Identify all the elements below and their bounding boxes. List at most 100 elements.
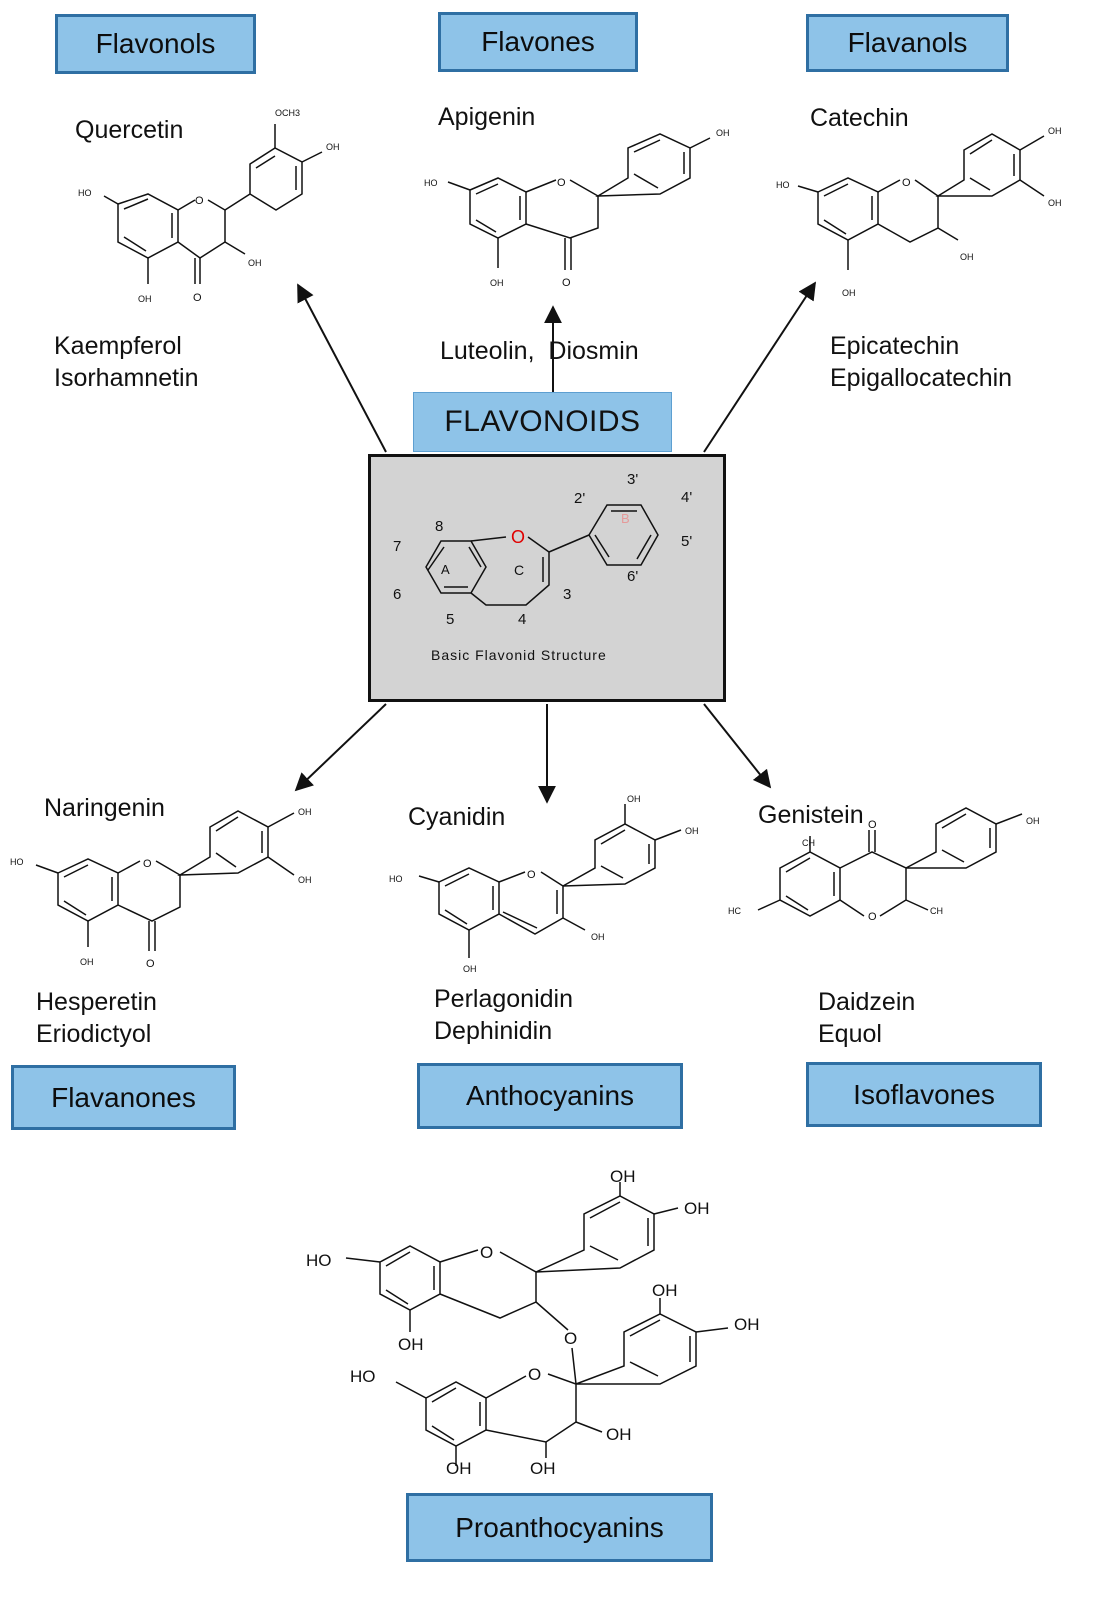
atom-label: OH xyxy=(1048,126,1062,136)
atom-label: O xyxy=(557,177,566,189)
atom-label: OH xyxy=(1048,198,1062,208)
flavanols-box: Flavanols xyxy=(806,14,1009,72)
atom-label: O xyxy=(527,869,536,881)
chemical-bond xyxy=(485,1373,577,1443)
chemical-bond xyxy=(123,198,173,252)
atom-label: OH xyxy=(248,258,262,268)
atom-label: OH xyxy=(716,128,730,138)
atom-label: OH xyxy=(610,1167,636,1186)
chemical-bond xyxy=(427,546,482,588)
pos-5: 5 xyxy=(446,611,454,628)
pos-6: 6 xyxy=(393,586,401,603)
chemical-bond xyxy=(63,864,113,916)
atom-label: OH xyxy=(627,794,641,804)
arrow-to-flavonols xyxy=(297,283,387,453)
atom-label: HO xyxy=(78,188,92,198)
atom-label: CH xyxy=(930,906,943,916)
chemical-bond xyxy=(935,133,1021,197)
chemical-bond xyxy=(35,812,295,951)
naringenin-label: Naringenin xyxy=(44,794,165,822)
luteolin-diosmin-label: Luteolin, Diosmin xyxy=(440,337,639,365)
chemical-bond xyxy=(438,867,500,931)
chemical-bond xyxy=(600,829,650,879)
catechin-label: Catechin xyxy=(810,104,909,132)
atom-label: O xyxy=(146,958,155,970)
ring-b-label: B xyxy=(621,511,630,526)
chemical-bond xyxy=(757,813,1023,911)
cyanidin-label: Cyanidin xyxy=(408,803,506,831)
epigallocatechin-label: Epigallocatechin xyxy=(830,364,1013,392)
isorhamnetin-label: Isorhamnetin xyxy=(54,364,199,392)
pos-3: 3 xyxy=(563,586,571,603)
chemical-bond xyxy=(941,813,991,863)
ring-c-label: C xyxy=(514,562,524,578)
atom-label: O xyxy=(143,858,152,870)
chemical-bond xyxy=(562,823,656,887)
cyanidin-structure: O HO OH OH OH OH xyxy=(389,794,699,974)
arrow-to-flavanols xyxy=(703,281,816,453)
atom-label: HO xyxy=(424,178,438,188)
eriodictyol-label: Eriodictyol xyxy=(36,1020,152,1048)
chemical-bond xyxy=(215,816,263,868)
chemical-bond xyxy=(224,147,303,211)
atom-label: OH xyxy=(446,1459,472,1478)
atom-label: OH xyxy=(734,1315,760,1334)
ring-a-label: A xyxy=(441,562,450,577)
flavones-box: Flavones xyxy=(438,12,638,72)
kaempferol-label: Kaempferol xyxy=(54,332,182,360)
pos-8: 8 xyxy=(435,518,443,535)
naringenin-structure: O HO OH O OH OH xyxy=(10,807,312,970)
atom-label: OH xyxy=(591,932,605,942)
chemical-bond xyxy=(469,177,527,239)
structure-caption: Basic Flavonid Structure xyxy=(431,647,607,663)
ring-o-atom: O xyxy=(511,527,525,547)
atom-label: OH xyxy=(1026,816,1040,826)
atom-label: O xyxy=(902,177,911,189)
chemical-bond xyxy=(785,857,835,911)
chemical-bond xyxy=(797,135,1045,270)
apigenin-structure: O HO OH O OH xyxy=(424,128,730,289)
atom-label: O xyxy=(868,819,877,831)
atom-label: O xyxy=(195,195,204,207)
atom-label: OH xyxy=(685,826,699,836)
atom-label: OH xyxy=(80,957,94,967)
chemical-bond xyxy=(447,137,711,270)
chemical-bond xyxy=(117,193,179,259)
atom-label: OH xyxy=(490,278,504,288)
chemical-bond xyxy=(117,860,181,922)
atom-label: O xyxy=(528,1365,541,1384)
flavonols-box: Flavonols xyxy=(55,14,256,74)
pos-5p: 5' xyxy=(681,533,692,550)
atom-label: OH xyxy=(463,964,477,974)
epicatechin-label: Epicatechin xyxy=(830,332,960,360)
atom-label: HO xyxy=(389,874,403,884)
atom-label: OCH3 xyxy=(275,108,300,118)
pos-7: 7 xyxy=(393,538,401,555)
chemical-bond xyxy=(535,1195,655,1273)
perlagonidin-label: Perlagonidin xyxy=(434,985,573,1013)
atom-label: HC xyxy=(728,906,741,916)
chemical-bond xyxy=(629,1319,691,1377)
atom-label: HO xyxy=(10,857,24,867)
basic-structure-box: O A C B 8 7 6 5 4 3 2' 3' 4' 5' 6' Basic… xyxy=(368,454,726,702)
chemical-bond xyxy=(969,139,1015,191)
proanthocyanins-box: Proanthocyanins xyxy=(406,1493,713,1562)
apigenin-label: Apigenin xyxy=(438,103,536,131)
chemical-bond xyxy=(425,540,487,594)
atom-label: OH xyxy=(138,294,152,304)
atom-label: OH xyxy=(398,1335,424,1354)
chemical-bond xyxy=(817,177,879,241)
isoflavones-box: Isoflavones xyxy=(806,1062,1042,1127)
dephinidin-label: Dephinidin xyxy=(434,1017,553,1045)
chemical-bond xyxy=(868,830,876,852)
chemical-bond xyxy=(395,1298,729,1466)
atom-label: OH xyxy=(530,1459,556,1478)
chemical-bond xyxy=(431,1387,481,1441)
atom-label: OH xyxy=(298,807,312,817)
atom-label: HO xyxy=(350,1367,376,1386)
pos-2p: 2' xyxy=(574,490,585,507)
equol-label: Equol xyxy=(818,1020,882,1048)
quercetin-label: Quercetin xyxy=(75,116,184,144)
anthocyanins-box: Anthocyanins xyxy=(417,1063,683,1129)
